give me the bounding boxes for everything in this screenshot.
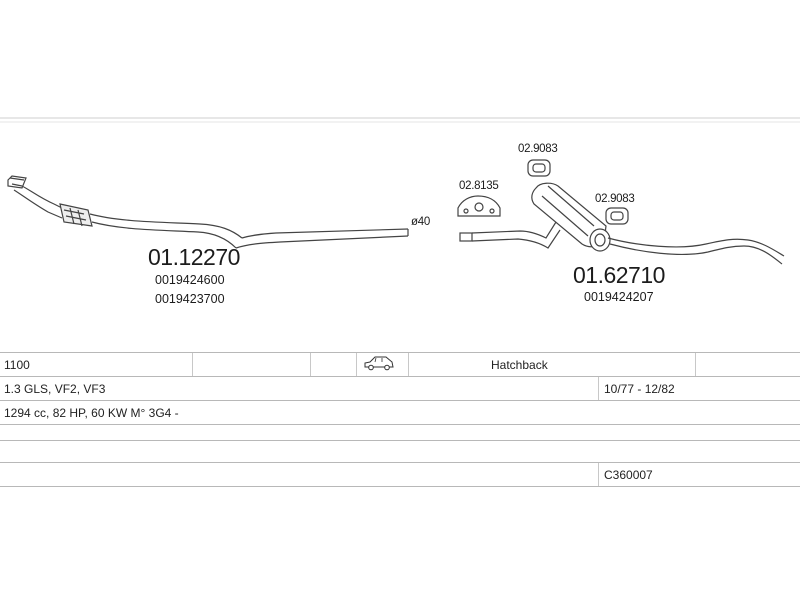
pipe-diameter-label: ø40	[411, 216, 430, 228]
car-hatchback-icon	[362, 353, 402, 377]
front-pipe-part-number: 01.12270	[148, 244, 240, 270]
table-row: 1294 cc, 82 HP, 60 KW M° 3G4 -	[0, 400, 800, 424]
rear-silencer-drawing	[531, 182, 785, 265]
model-cell: 1100	[4, 358, 30, 372]
hanger-right-part-number: 02.9083	[595, 193, 635, 205]
rear-silencer-oem-number: 0019424207	[584, 290, 654, 304]
rear-silencer-part-number: 01.62710	[573, 262, 665, 288]
hanger-left-part-number: 02.8135	[459, 180, 499, 192]
body-type-cell: Hatchback	[491, 358, 548, 372]
table-row: 1100 Hatchback	[0, 352, 800, 377]
front-pipe-oem-number-2: 0019423700	[155, 292, 225, 306]
hanger-top-part-number: 02.9083	[518, 143, 558, 155]
front-pipe-oem-number-1: 0019424600	[155, 273, 225, 287]
engine-cell: 1294 cc, 82 HP, 60 KW M° 3G4 -	[4, 406, 179, 420]
rear-pipe-drawing	[459, 221, 561, 249]
hanger-right-drawing	[605, 207, 629, 225]
table-row: C360007	[0, 462, 800, 487]
table-row: 1.3 GLS, VF2, VF3 10/77 - 12/82	[0, 376, 800, 401]
hanger-top-drawing	[527, 159, 551, 177]
front-pipe-drawing	[7, 175, 409, 249]
production-years-cell: 10/77 - 12/82	[604, 382, 675, 396]
variant-cell: 1.3 GLS, VF2, VF3	[4, 382, 106, 396]
hanger-left-drawing	[457, 195, 501, 217]
table-row	[0, 424, 800, 448]
table-row	[0, 440, 800, 460]
table-bottom-border	[0, 486, 800, 487]
catalog-code-cell: C360007	[604, 468, 653, 482]
